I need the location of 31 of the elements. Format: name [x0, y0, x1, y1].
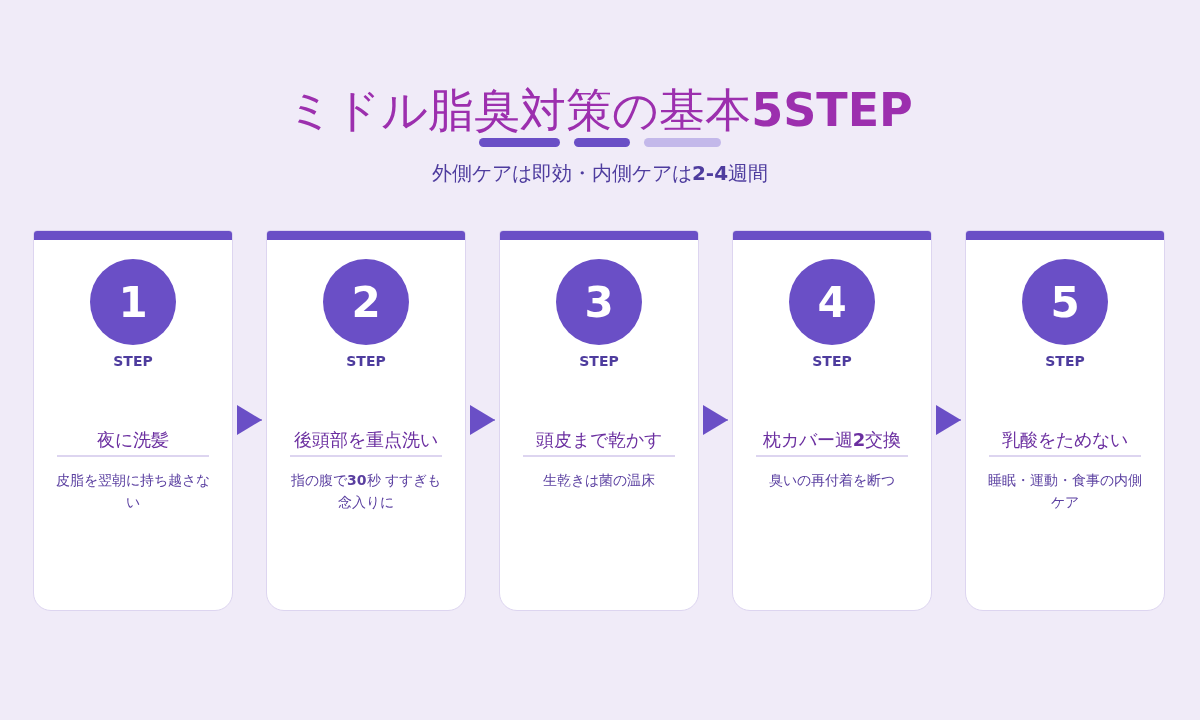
step-heading: 夜に洗髪 [97, 428, 169, 452]
step-card [266, 230, 466, 611]
step-number: 2 [323, 259, 409, 345]
step-label: STEP [1045, 352, 1085, 371]
step-number: 4 [789, 259, 875, 345]
arrow [702, 405, 729, 435]
step-heading: 頭皮まで乾かす [536, 428, 662, 452]
step-number: 3 [556, 259, 642, 345]
step-card [33, 230, 233, 611]
title: ミドル脂臭対策の基本5STEP [287, 82, 913, 139]
arrow [469, 405, 496, 435]
step-heading: 後頭部を重点洗い [294, 428, 438, 452]
arrow [236, 405, 263, 435]
step-description: 睡眠・運動・食事の内側ケア [987, 471, 1143, 512]
step-label: STEP [346, 352, 386, 371]
step-label: STEP [113, 352, 153, 371]
step-heading: 枕カバー週2交換 [762, 428, 902, 452]
step-card [965, 230, 1165, 611]
arrow [935, 405, 962, 435]
step-label: STEP [812, 352, 852, 371]
step-description: 生乾きは菌の温床 [542, 471, 656, 490]
step-label: STEP [579, 352, 619, 371]
step-card [499, 230, 699, 611]
step-description: 指の腹で30秒 すすぎも念入りに [290, 471, 442, 512]
step-description: 皮脂を翌朝に持ち越さない [55, 471, 211, 512]
step-number: 5 [1022, 259, 1108, 345]
step-card [732, 230, 932, 611]
step-heading: 乳酸をためない [1002, 428, 1128, 452]
subtitle: 外側ケアは即効・内側ケアは2-4週間 [431, 160, 769, 187]
step-number: 1 [90, 259, 176, 345]
step-description: 臭いの再付着を断つ [768, 471, 896, 490]
